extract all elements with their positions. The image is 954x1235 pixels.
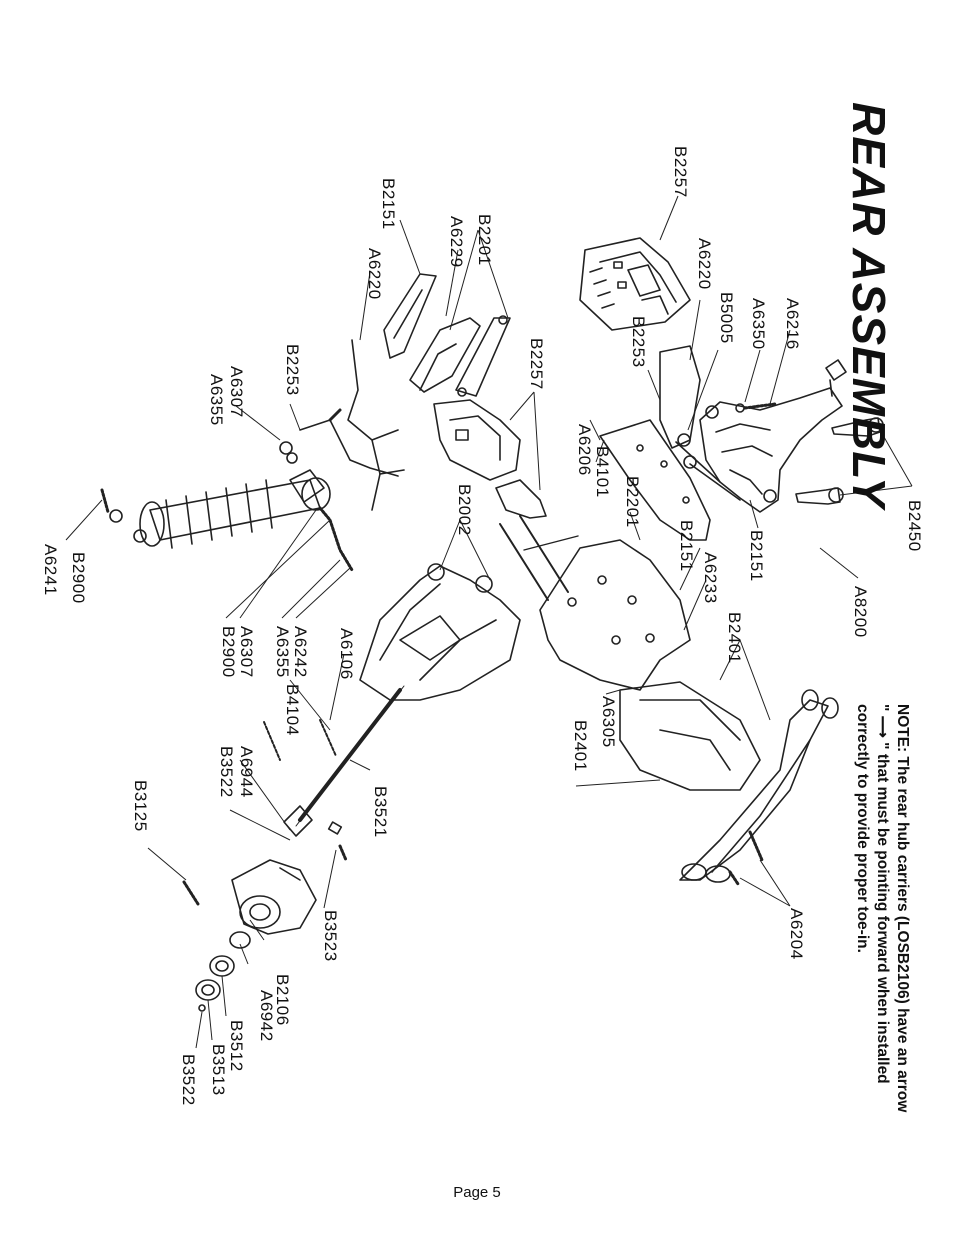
rear-bumper-part bbox=[619, 681, 839, 883]
part-label: B2201 bbox=[623, 476, 642, 528]
part-label: A8200 bbox=[851, 586, 870, 638]
part-label: B4101 bbox=[593, 446, 612, 498]
rear-pivot-part bbox=[659, 345, 741, 501]
hub-carrier-b2106 bbox=[231, 859, 317, 935]
part-label: B2450 bbox=[905, 500, 924, 552]
part-label: B2253 bbox=[629, 316, 648, 368]
part-label: B5005 bbox=[717, 292, 736, 344]
screw-a6204 bbox=[728, 830, 764, 886]
part-label: A6944 bbox=[237, 746, 256, 798]
part-label: B4104 bbox=[283, 684, 302, 736]
wing-mount-part bbox=[579, 237, 691, 331]
part-label: B2401 bbox=[571, 720, 590, 772]
part-label: A6307 bbox=[227, 366, 246, 418]
camber-link-part bbox=[409, 315, 511, 397]
part-label: B3521 bbox=[371, 786, 390, 838]
part-label: A6355 bbox=[207, 374, 226, 426]
page-title: REAR ASSEMBLY bbox=[843, 102, 895, 509]
part-label: B3522 bbox=[217, 746, 236, 798]
part-label: A6229 bbox=[447, 216, 466, 268]
part-label: B2002 bbox=[455, 484, 474, 536]
turnbuckle-b2253 bbox=[299, 339, 405, 511]
part-label: B3523 bbox=[321, 910, 340, 962]
part-label: A6307 bbox=[237, 626, 256, 678]
part-label: B2253 bbox=[283, 344, 302, 396]
note-line-2: " ⟶ " that must be pointing forward when… bbox=[874, 704, 891, 1084]
part-label: B3512 bbox=[227, 1020, 246, 1072]
part-label: B3125 bbox=[131, 780, 150, 832]
part-label: A6220 bbox=[695, 238, 714, 290]
part-label: B3522 bbox=[179, 1054, 198, 1106]
part-label: B2257 bbox=[671, 146, 690, 198]
note-line-3: correctly to provide proper toe-in. bbox=[854, 704, 871, 953]
part-label: A6350 bbox=[749, 298, 768, 350]
page-number: Page 5 bbox=[453, 1184, 501, 1201]
rear-chassis-plate bbox=[499, 515, 691, 691]
rear-shock-part bbox=[133, 469, 331, 549]
hub-carrier-part bbox=[433, 399, 547, 519]
screw-a6216 bbox=[735, 402, 777, 413]
part-label: A6106 bbox=[337, 628, 356, 680]
part-label: B2257 bbox=[527, 338, 546, 390]
part-label: B2900 bbox=[219, 626, 238, 678]
installation-note: NOTE: The rear hub carriers (LOSB2106) h… bbox=[852, 704, 912, 1112]
part-label: A6241 bbox=[41, 544, 60, 596]
part-label: A6942 bbox=[257, 990, 276, 1042]
shock-tower-part bbox=[599, 419, 711, 541]
part-label: A6233 bbox=[701, 552, 720, 604]
part-label: B2151 bbox=[747, 530, 766, 582]
part-label: B3513 bbox=[209, 1044, 228, 1096]
driveshaft-b3521 bbox=[283, 685, 405, 837]
part-label: B2151 bbox=[379, 178, 398, 230]
link-bracket-b2151 bbox=[383, 273, 437, 359]
part-label: A6216 bbox=[783, 298, 802, 350]
lower-arm-b2002 bbox=[359, 563, 521, 701]
part-label: B2151 bbox=[677, 520, 696, 572]
part-label: B2201 bbox=[475, 214, 494, 266]
part-label: A6204 bbox=[787, 908, 806, 960]
rear-bulkhead-part bbox=[699, 359, 847, 513]
part-label: A6355 bbox=[273, 626, 292, 678]
hinge-pin-b2450 bbox=[795, 417, 884, 505]
part-label: B2900 bbox=[69, 552, 88, 604]
ball-stud-a6241 bbox=[100, 441, 354, 572]
hub-hardware bbox=[182, 719, 348, 1012]
note-line-1: NOTE: The rear hub carriers (LOSB2106) h… bbox=[894, 704, 911, 1113]
part-label: A6305 bbox=[599, 696, 618, 748]
part-label: B2401 bbox=[725, 612, 744, 664]
part-label: A6220 bbox=[365, 248, 384, 300]
part-label: A6206 bbox=[575, 424, 594, 476]
part-label: A6242 bbox=[291, 626, 310, 678]
